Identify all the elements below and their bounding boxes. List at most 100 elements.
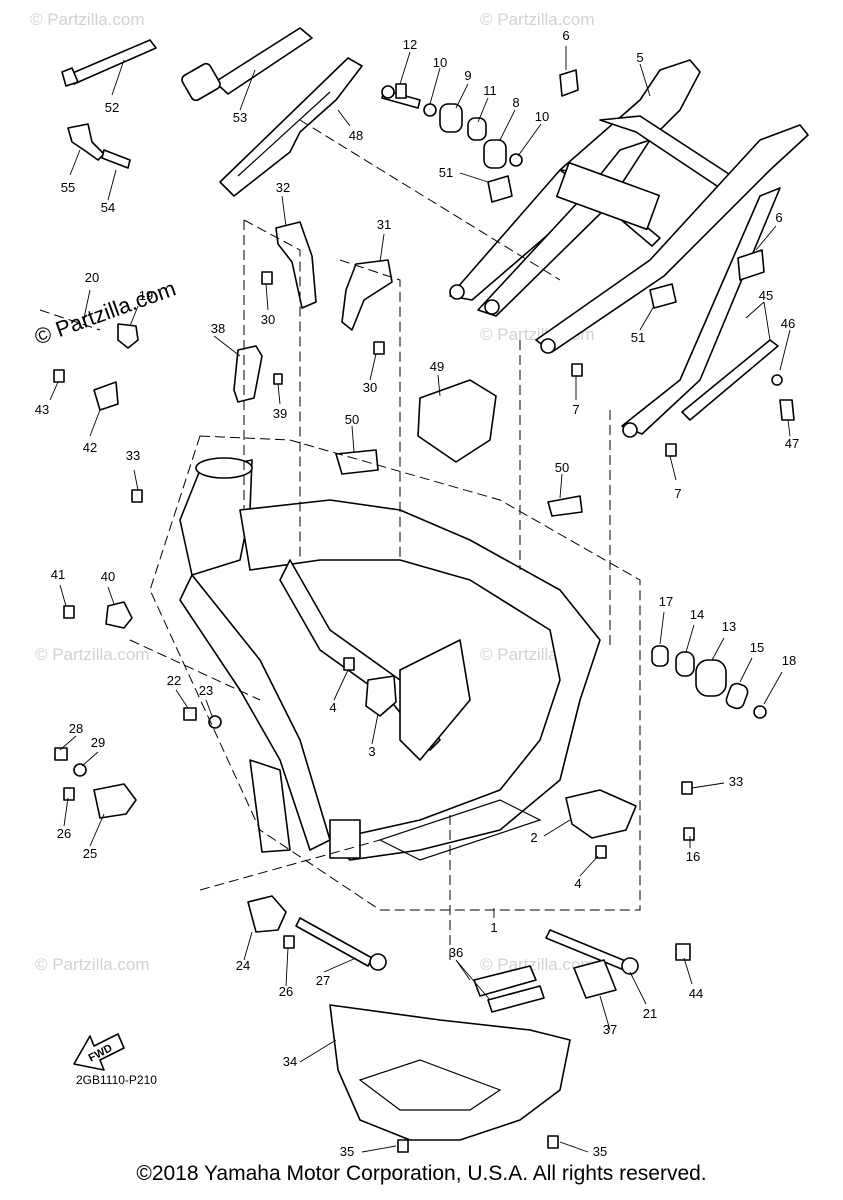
callout-52: 52 — [105, 100, 119, 115]
callout-38: 38 — [211, 321, 225, 336]
bolt-27 — [295, 917, 373, 967]
pad-36 — [487, 985, 545, 1013]
bracket-3 — [365, 675, 397, 717]
callout-53: 53 — [233, 110, 247, 125]
callout-7: 7 — [674, 486, 681, 501]
callout-54: 54 — [101, 200, 115, 215]
callout-42: 42 — [83, 440, 97, 455]
bracket-31 — [341, 259, 393, 331]
hardware-bolts — [53, 83, 695, 1153]
block-51 — [649, 283, 677, 309]
callout-9: 9 — [464, 68, 471, 83]
callout-13: 13 — [722, 619, 736, 634]
callout-35: 35 — [340, 1144, 354, 1159]
callout-10: 10 — [433, 55, 447, 70]
pin-44 — [675, 943, 691, 961]
bracket-37 — [573, 959, 617, 999]
tool-wrench-52 — [61, 39, 157, 87]
skid-plate-34 — [329, 1004, 571, 1141]
pad-36 — [473, 965, 537, 997]
callouts: 1 2 3 4 4 5 6 6 7 7 8 9 10 10 11 12 13 1… — [35, 28, 799, 1159]
decal-6 — [737, 249, 765, 281]
clamp-40 — [105, 601, 133, 629]
damper-50 — [547, 495, 583, 517]
callout-14: 14 — [690, 607, 704, 622]
callout-12: 12 — [403, 37, 417, 52]
main-frame-1 — [179, 457, 601, 861]
callout-44: 44 — [689, 986, 703, 1001]
bushing-13 — [695, 659, 727, 697]
guard-38 — [233, 345, 263, 403]
callout-51: 51 — [631, 330, 645, 345]
callout-39: 39 — [273, 406, 287, 421]
watermark-faint: © Partzilla.com — [480, 10, 595, 29]
callout-46: 46 — [781, 316, 795, 331]
callout-30: 30 — [261, 312, 275, 327]
watermark-faint: © Partzilla.com — [35, 645, 150, 664]
callout-19: 19 — [139, 288, 153, 303]
callout-49: 49 — [430, 359, 444, 374]
callout-16: 16 — [686, 849, 700, 864]
callout-6: 6 — [775, 210, 782, 225]
callout-29: 29 — [91, 735, 105, 750]
callout-21: 21 — [643, 1006, 657, 1021]
nut-46 — [771, 374, 783, 386]
callout-23: 23 — [199, 683, 213, 698]
callout-24: 24 — [236, 958, 250, 973]
bracket-24 — [247, 895, 287, 933]
callout-10: 10 — [535, 109, 549, 124]
bolt-27-head — [369, 953, 387, 971]
watermark-faint: © Partzilla.com — [35, 955, 150, 974]
callout-18: 18 — [782, 653, 796, 668]
callout-5: 5 — [636, 50, 643, 65]
bracket-32 — [275, 221, 317, 309]
bolt-21-head — [621, 957, 639, 975]
callout-37: 37 — [603, 1022, 617, 1037]
watermark-main: © Partzilla.com — [31, 276, 179, 350]
block-51 — [487, 175, 513, 203]
bushing-stack — [381, 85, 523, 169]
strap-45 — [681, 339, 779, 421]
fwd-arrow-icon: FWD — [73, 1033, 125, 1071]
callout-15: 15 — [750, 640, 764, 655]
callout-1: 1 — [490, 920, 497, 935]
leader-lines — [49, 46, 791, 1153]
callout-26: 26 — [279, 984, 293, 999]
callout-8: 8 — [512, 95, 519, 110]
watermark-faint: © Partzilla.com — [30, 10, 145, 29]
assembly-lines — [39, 119, 641, 960]
callout-2: 2 — [530, 830, 537, 845]
bracket-42 — [93, 381, 119, 411]
callout-41: 41 — [51, 567, 65, 582]
callout-26: 26 — [57, 826, 71, 841]
bracket-25 — [93, 783, 137, 819]
chain-guide-48 — [219, 57, 363, 197]
clip-19 — [117, 323, 139, 349]
callout-6: 6 — [562, 28, 569, 43]
washer-18 — [753, 705, 767, 719]
callout-35: 35 — [593, 1144, 607, 1159]
collar-17 — [651, 645, 669, 667]
callout-55: 55 — [61, 180, 75, 195]
callout-47: 47 — [785, 436, 799, 451]
callout-25: 25 — [83, 846, 97, 861]
tool-fitting-55 — [67, 123, 105, 161]
rear-subframe-5 — [449, 59, 809, 438]
callout-30: 30 — [363, 380, 377, 395]
callout-34: 34 — [283, 1054, 297, 1069]
guide-49 — [417, 379, 497, 463]
callout-45: 45 — [759, 288, 773, 303]
callout-27: 27 — [316, 973, 330, 988]
callout-32: 32 — [276, 180, 290, 195]
tool-rod-53 — [181, 27, 313, 102]
callout-20: 20 — [85, 270, 99, 285]
callout-33: 33 — [126, 448, 140, 463]
callout-7: 7 — [572, 402, 579, 417]
faint-watermarks: © Partzilla.com © Partzilla.com © Partzi… — [30, 10, 595, 974]
damper-50 — [335, 449, 379, 475]
copyright-notice: ©2018 Yamaha Motor Corporation, U.S.A. A… — [136, 1162, 707, 1185]
callout-36: 36 — [449, 945, 463, 960]
callout-51: 51 — [439, 165, 453, 180]
callout-4: 4 — [329, 700, 336, 715]
